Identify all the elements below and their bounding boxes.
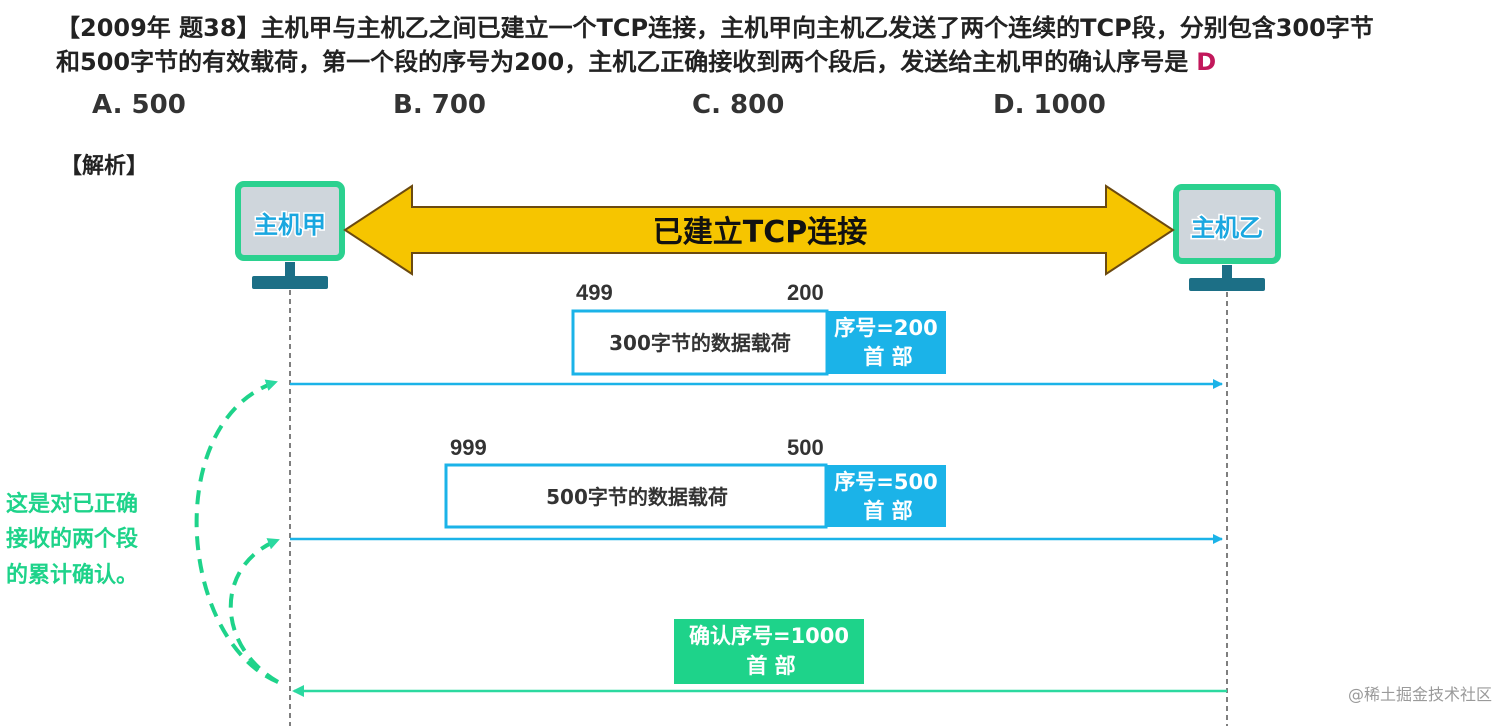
ack-number: 确认序号=1000 xyxy=(689,624,849,648)
option-b: B. 700 xyxy=(393,90,487,120)
ack-header-box xyxy=(674,619,864,684)
cumulative-ack-curve-to-segment1 xyxy=(194,379,279,684)
note-line-3: 的累计确认。 xyxy=(6,562,138,588)
segment2-header-seq: 序号=500 xyxy=(834,470,937,494)
question-line-2-text: 和500字节的有效载荷，第一个段的序号为200，主机乙正确接收到两个段后，发送给… xyxy=(56,48,1189,76)
segment1-header-label: 首 部 xyxy=(863,345,912,369)
segment2-payload-box xyxy=(444,463,828,529)
segment1-end-seq: 499 xyxy=(576,280,613,305)
option-c: C. 800 xyxy=(692,90,785,120)
host-a-computer-icon xyxy=(235,181,345,289)
segment1-payload-label: 300字节的数据载荷 xyxy=(609,331,791,355)
segment1-header-seq: 序号=200 xyxy=(834,316,937,340)
note-line-2: 接收的两个段 xyxy=(6,526,138,552)
segment1-start-seq: 200 xyxy=(787,280,824,305)
answer-mark: D xyxy=(1196,48,1217,76)
connection-double-arrow xyxy=(343,184,1175,276)
analysis-label: 【解析】 xyxy=(60,154,149,179)
ack-header-label: 首 部 xyxy=(746,654,795,678)
question-line-1: 【2009年 题38】主机甲与主机乙之间已建立一个TCP连接，主机甲向主机乙发送… xyxy=(56,14,1374,42)
host-b-label: 主机乙 xyxy=(1191,214,1263,242)
watermark: @稀土掘金技术社区 xyxy=(1348,685,1492,704)
host-b-computer-icon xyxy=(1173,184,1281,291)
connection-label: 已建立TCP连接 xyxy=(653,215,867,250)
segment2-header-box xyxy=(825,465,946,527)
host-a-label: 主机甲 xyxy=(254,211,326,239)
option-a: A. 500 xyxy=(92,90,186,120)
segment2-payload-label: 500字节的数据载荷 xyxy=(546,485,728,509)
segment2-start-seq: 500 xyxy=(787,435,824,460)
segment2-header-label: 首 部 xyxy=(863,499,912,523)
segment1-header-box xyxy=(826,311,946,374)
note-line-1: 这是对已正确 xyxy=(6,491,138,517)
cumulative-ack-curve-to-segment2 xyxy=(228,538,280,684)
segment2-end-seq: 999 xyxy=(450,435,487,460)
question-line-2: 和500字节的有效载荷，第一个段的序号为200，主机乙正确接收到两个段后，发送给… xyxy=(56,42,1216,77)
option-d: D. 1000 xyxy=(993,90,1106,120)
